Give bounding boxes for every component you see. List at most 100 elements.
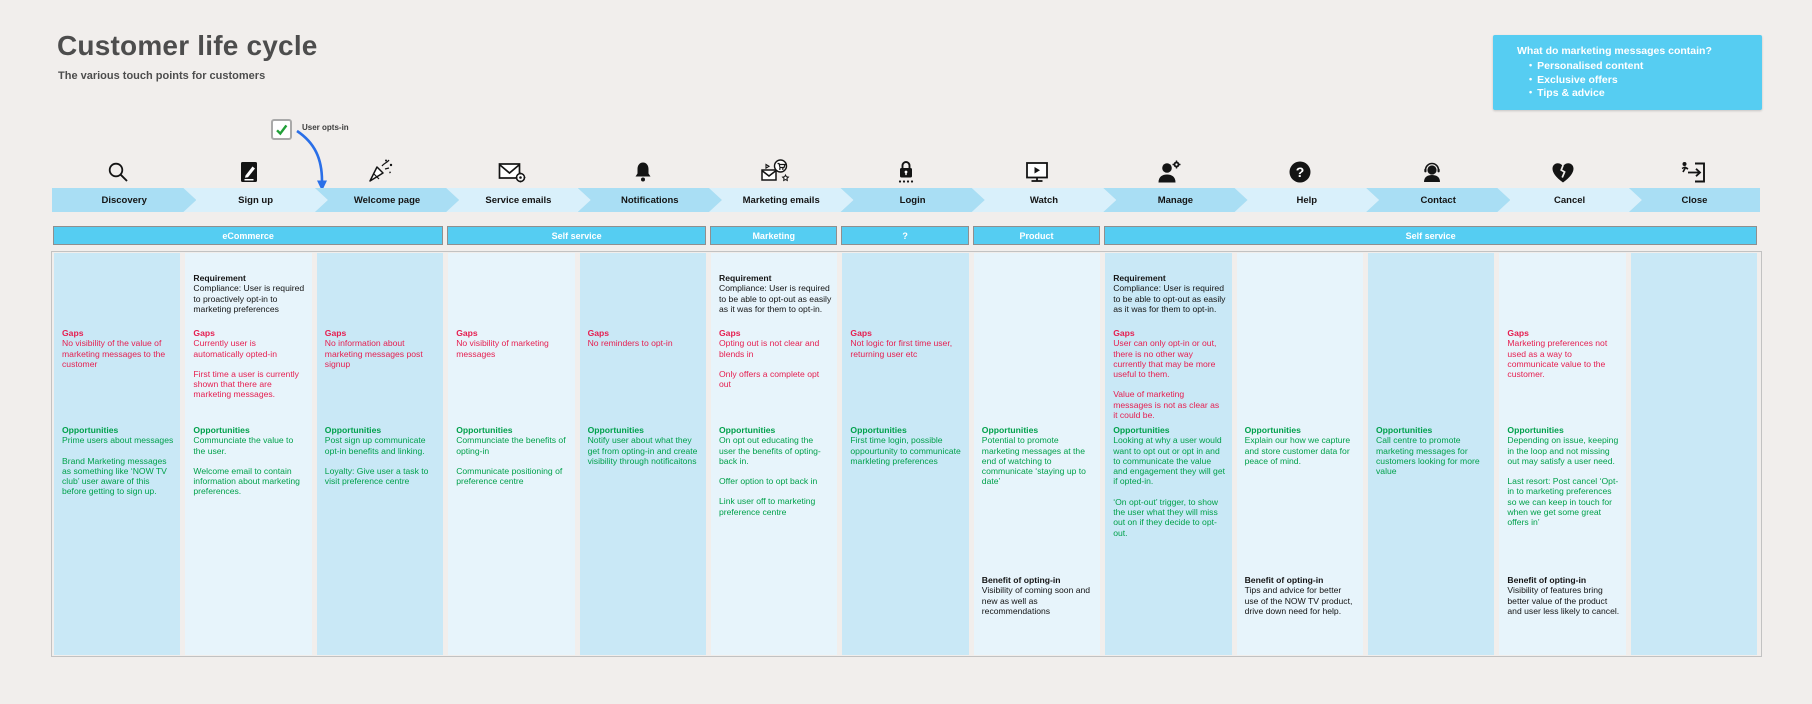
section-paragraph: Loyalty: Give user a task to visit prefe… [324,465,429,487]
watch-screen-icon [972,130,1103,184]
section-paragraph: Communicate positioning of preference ce… [456,465,563,487]
help-icon: ? [1235,130,1366,184]
info-bullet: Exclusive offers [1529,74,1752,88]
section-heading: Gaps [850,328,872,338]
stage-label: Login [899,194,926,206]
stage-label: Marketing emails [742,194,820,206]
section-paragraph: Visibility of features bring better valu… [1507,585,1620,616]
section-paragraph: No visibility of marketing messages [456,338,549,359]
category-label: Self service [1405,230,1456,241]
stage-arrow: Notifications [578,188,722,212]
category-label: Product [1019,230,1054,241]
login-lock-icon [840,130,971,184]
section-heading: Opportunities [1113,425,1170,435]
stage-label: Cancel [1554,194,1586,206]
section-heading: Gaps [193,328,215,338]
stage-arrow: Login [840,188,984,212]
section-heading: Opportunities [1376,425,1433,435]
section-heading: Benefit of opting-in [1244,575,1324,585]
section-heading: Gaps [456,328,478,338]
section-heading: Gaps [324,328,347,338]
category-bar: Marketing [710,226,838,245]
category-bar: eCommerce [53,226,444,245]
info-list: Personalised contentExclusive offersTips… [1517,60,1752,101]
section-paragraph: No visibility of the value of marketing … [62,338,166,369]
stage-label: Close [1681,194,1708,206]
section-paragraph: No information about marketing messages … [324,338,423,369]
section-paragraph: Tips and advice for better use of the NO… [1244,585,1353,616]
section-paragraph: Communciate the benefits of opting-in [456,435,566,456]
section-heading: Gaps [1113,328,1135,338]
info-bullet: Personalised content [1529,60,1752,74]
marketing-email-icon [709,130,840,184]
category-label: Self service [551,230,602,241]
section-paragraph: Notify user about what they get from opt… [587,435,698,466]
page-title: Customer life cycle [57,30,318,61]
stage-arrow: Manage [1103,188,1247,212]
stage-label: Contact [1420,194,1456,206]
stage-arrow: Service emails [446,188,590,212]
category-bar: Self service [1104,226,1758,245]
section-paragraph: Offer option to opt back in [719,476,818,487]
stage-label: Notifications [621,194,679,206]
columns-frame [51,251,1762,657]
section-paragraph: Not logic for first time user, returning… [850,338,953,359]
section-heading: Opportunities [193,425,250,435]
contact-agent-icon [1366,130,1497,184]
section-heading: Opportunities [1507,425,1564,435]
section-paragraph: Only offers a complete opt out [719,368,820,390]
category-label: ? [902,230,908,241]
page-subtitle: The various touch points for customers [58,70,266,82]
section-paragraph: Welcome email to contain information abo… [193,465,300,497]
svg-text:?: ? [1296,164,1305,180]
section-heading: Benefit of opting-in [1507,575,1587,585]
stage-arrow: Marketing emails [709,188,853,212]
section-heading: Gaps [587,328,610,338]
section-paragraph: Marketing preferences not used as a way … [1507,338,1608,380]
stage-label: Help [1296,194,1318,206]
section-heading: Requirement [193,273,246,283]
section-paragraph: First time login, possible oppourtunity … [850,435,961,466]
section-paragraph: Link user off to marketing preference ce… [719,496,816,517]
stage-label: Manage [1157,194,1194,206]
notification-bell-icon [578,130,709,184]
section-paragraph: ‘On opt-out’ trigger, to show the user w… [1113,496,1218,538]
annotation-label: User opts-in [302,123,349,132]
section-paragraph: Prime users about messages [62,435,174,446]
signup-form-icon [183,130,314,184]
section-paragraph: User can only opt-in or out, there is no… [1113,338,1217,380]
section-paragraph: Compliance: User is required to proactiv… [193,283,305,314]
section-paragraph: Last resort: Post cancel ‘Opt-in to mark… [1507,476,1619,528]
stage-label: Discovery [101,194,147,206]
section-heading: Gaps [1507,328,1529,338]
stage-arrow: Watch [972,188,1116,212]
stage-label: Service emails [485,194,552,206]
stage-arrow: Close [1628,188,1761,212]
search-icon [52,130,183,184]
category-label: eCommerce [222,230,274,241]
section-paragraph: Compliance: User is required to be able … [1113,283,1226,314]
